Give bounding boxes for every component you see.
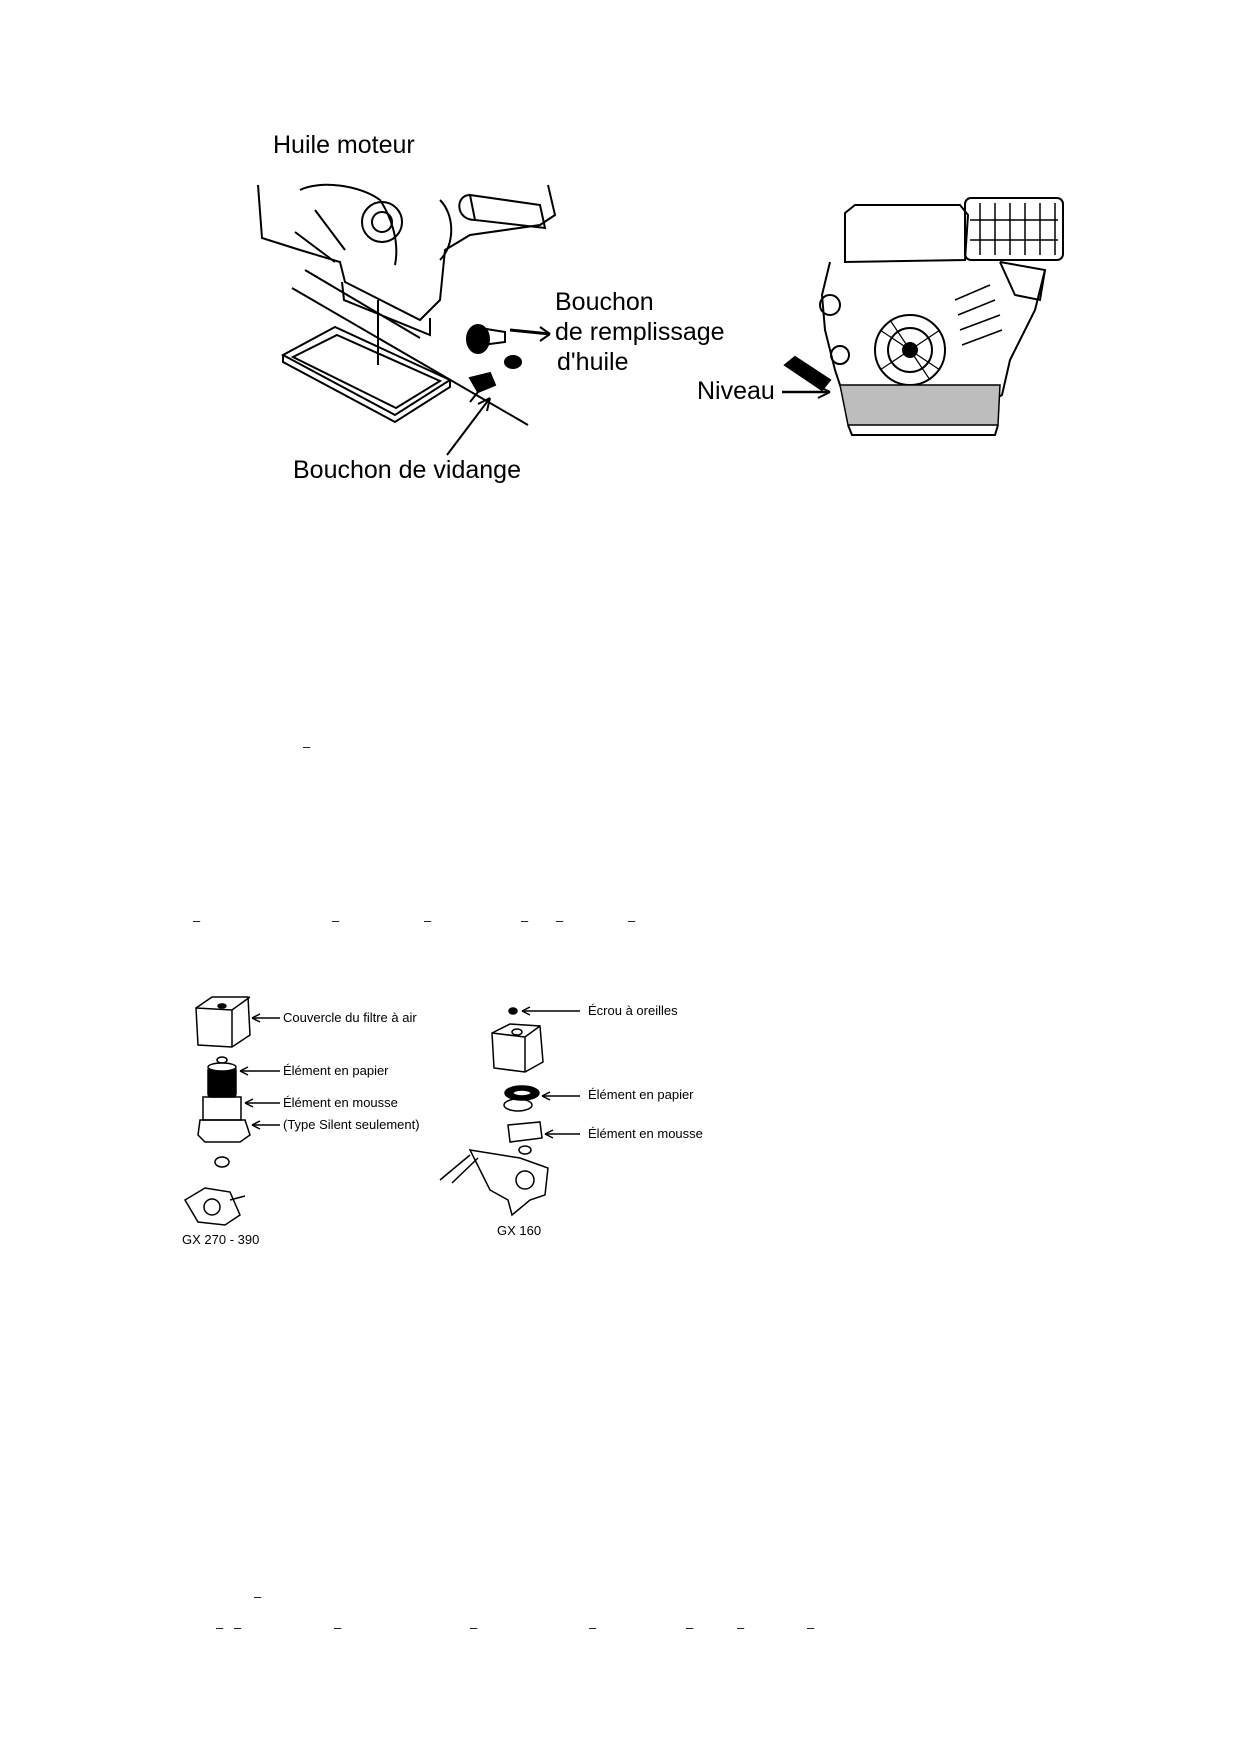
dash-mark: – xyxy=(334,1620,342,1635)
gx270-cover-label: Couvercle du filtre à air xyxy=(283,1010,417,1025)
gx160-foam-label: Élément en mousse xyxy=(588,1126,703,1141)
gx270-silent-label: (Type Silent seulement) xyxy=(283,1117,420,1132)
gx160-paper-label: Élément en papier xyxy=(588,1087,694,1102)
gx160-wingnut-label: Écrou à oreilles xyxy=(588,1003,678,1018)
dash-mark: – xyxy=(193,913,201,928)
gx270-paper-label: Élément en papier xyxy=(283,1063,389,1078)
dash-mark: – xyxy=(807,1620,815,1635)
filler-cap-label-1: Bouchon xyxy=(555,288,654,316)
dash-mark: – xyxy=(254,1589,262,1604)
gx160-model-label: GX 160 xyxy=(497,1223,542,1238)
dash-mark: – xyxy=(589,1620,597,1635)
dash-mark: – xyxy=(521,913,529,928)
gx270-foam-label: Élément en mousse xyxy=(283,1095,398,1110)
dash-mark: – xyxy=(424,913,432,928)
filler-cap-label-3: d'huile xyxy=(557,348,629,376)
dash-mark: – xyxy=(556,913,564,928)
dash-mark: – xyxy=(470,1620,478,1635)
oil-figure-title: Huile moteur xyxy=(273,131,415,159)
dash-mark: – xyxy=(216,1620,224,1635)
dash-mark: – xyxy=(628,913,636,928)
gx270-model-label: GX 270 - 390 xyxy=(182,1232,260,1247)
dash-mark: – xyxy=(737,1620,745,1635)
dash-mark: – xyxy=(686,1620,694,1635)
level-label: Niveau xyxy=(697,377,775,405)
dash-mark: – xyxy=(234,1620,242,1635)
dash-mark: – xyxy=(303,739,311,754)
dash-mark: – xyxy=(332,913,340,928)
filler-cap-label-2: de remplissage xyxy=(555,318,725,346)
drain-plug-label: Bouchon de vidange xyxy=(293,456,521,484)
